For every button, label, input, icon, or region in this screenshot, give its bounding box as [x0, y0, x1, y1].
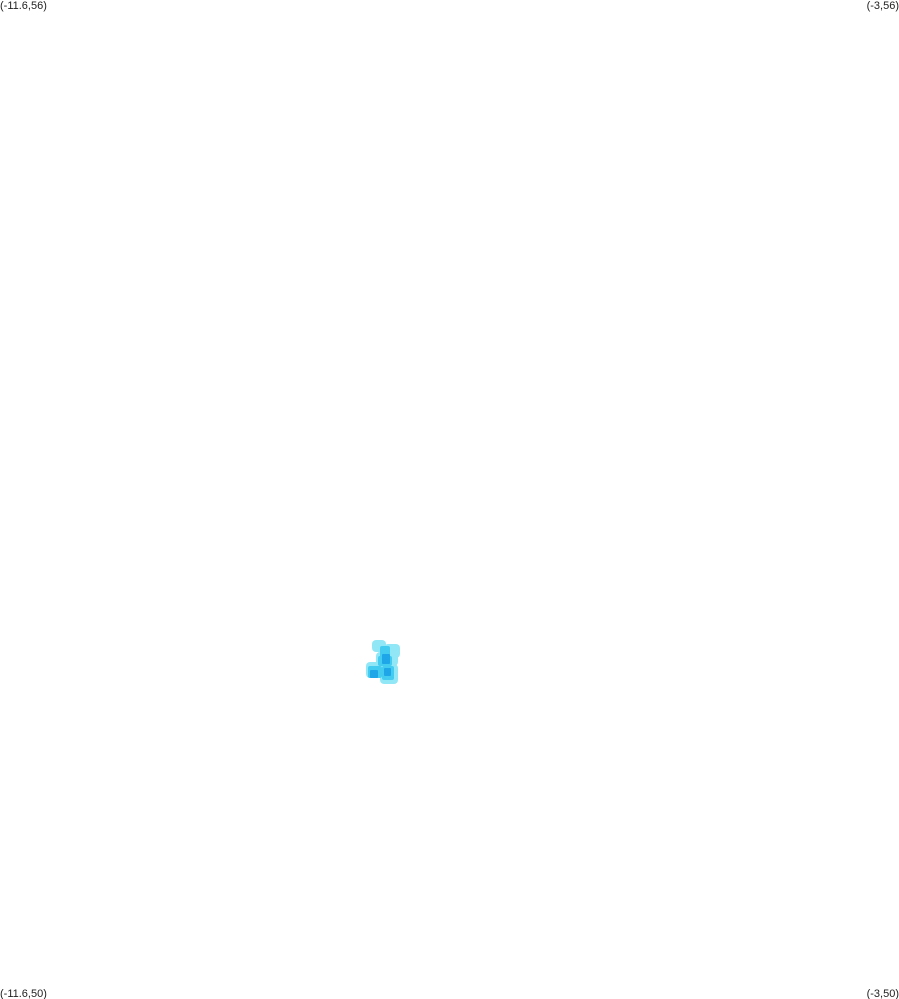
- corner-label-bottom-right: (-3,50): [866, 988, 899, 999]
- corner-label-top-left: (-11.6,56): [0, 0, 47, 12]
- core-cell: [370, 670, 378, 678]
- cluster-core: [370, 654, 391, 678]
- core-cell: [382, 654, 390, 664]
- core-cell: [384, 668, 391, 676]
- corner-label-top-right: (-3,56): [866, 0, 899, 12]
- corner-label-bottom-left: (-11.6,50): [0, 988, 47, 999]
